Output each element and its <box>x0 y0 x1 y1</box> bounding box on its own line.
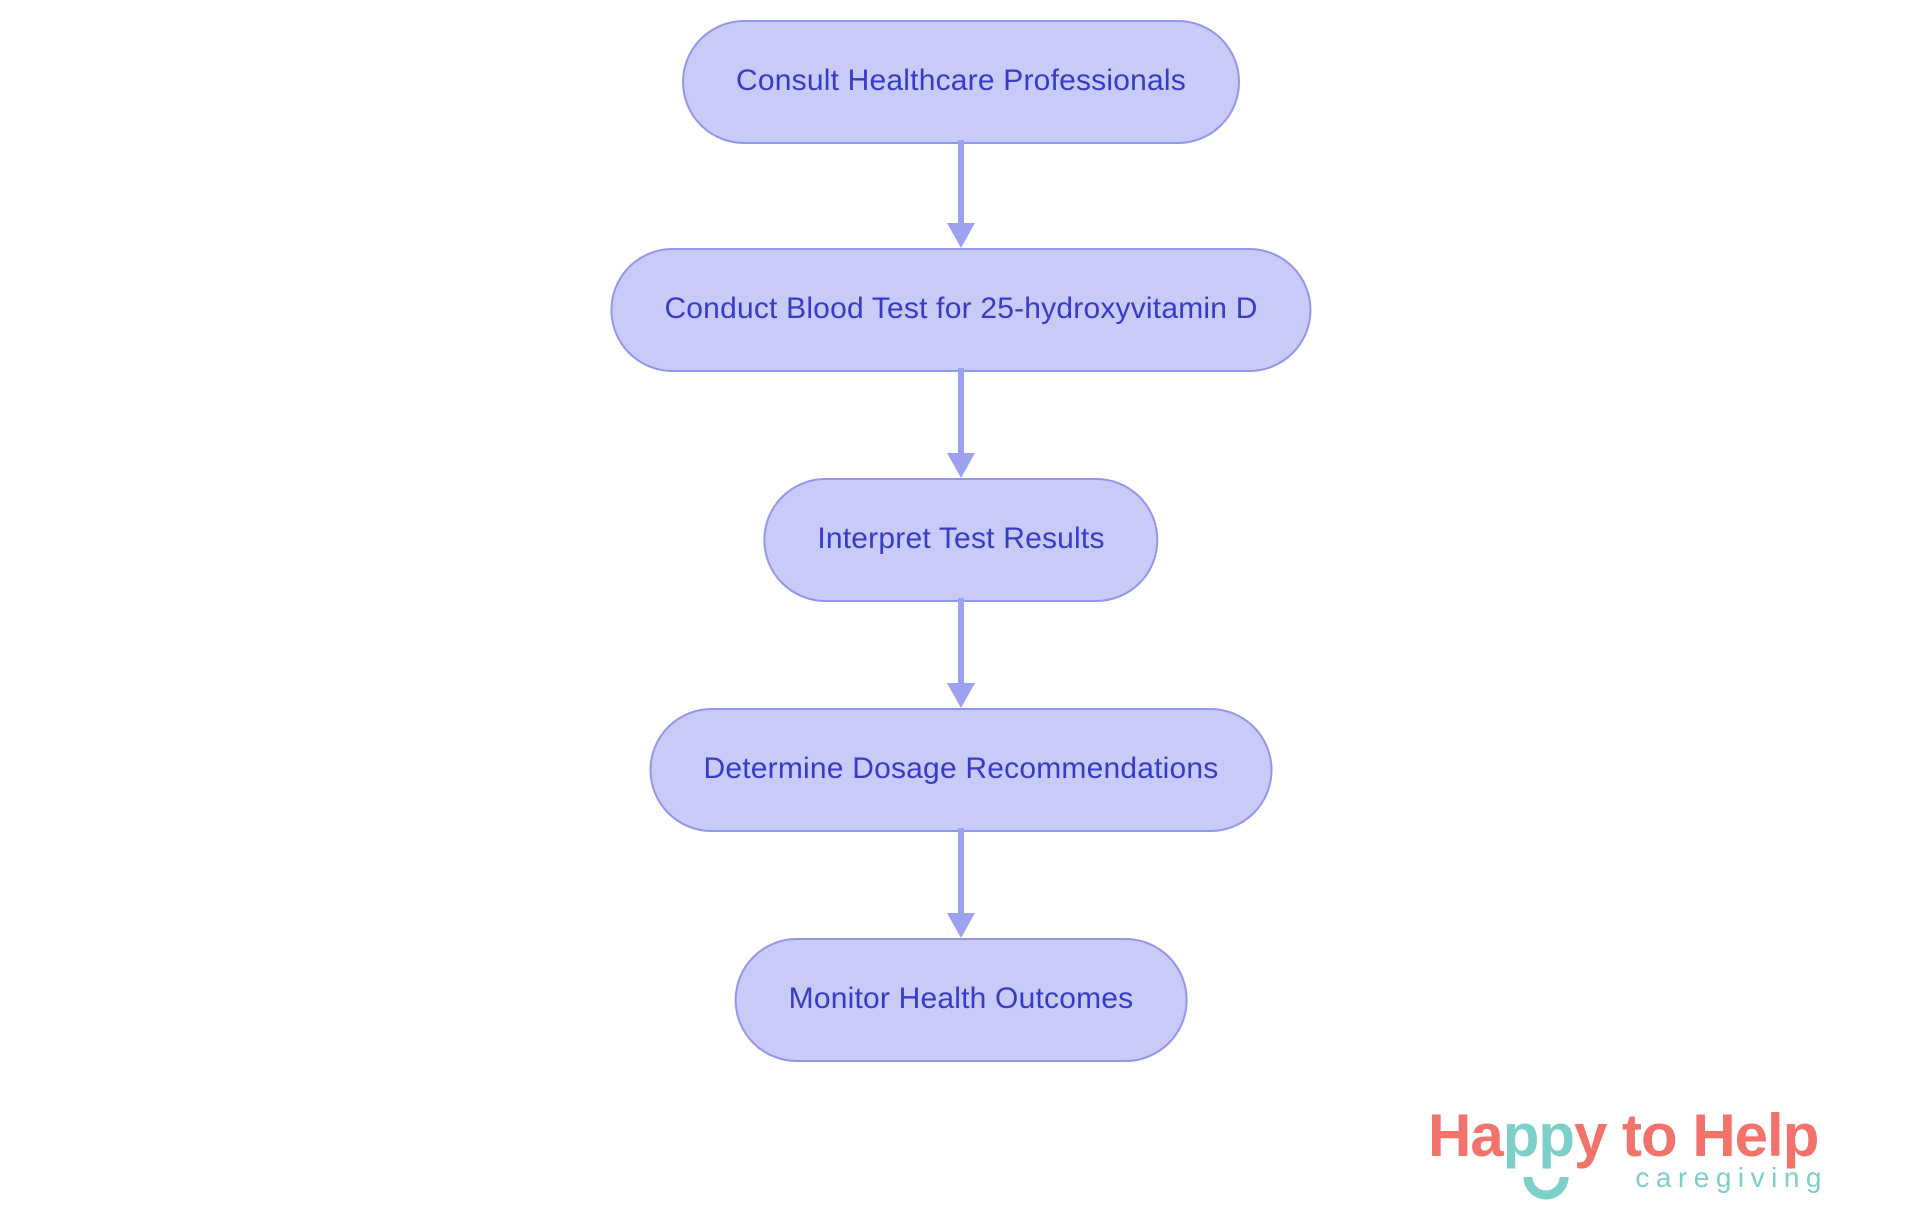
arrow-shaft <box>958 368 964 453</box>
logo-text-teal-pp: pp <box>1502 1102 1575 1169</box>
flow-node-conduct-blood-test: Conduct Blood Test for 25-hydroxyvitamin… <box>610 248 1312 372</box>
logo-tagline: caregiving <box>1635 1162 1828 1193</box>
flow-arrow-3-to-4 <box>946 598 976 708</box>
logo-text-coral-suffix: y to Help <box>1574 1102 1819 1169</box>
flow-arrow-4-to-5 <box>946 828 976 938</box>
flow-node-interpret-test-results: Interpret Test Results <box>763 478 1159 602</box>
flow-arrow-2-to-3 <box>946 368 976 478</box>
happy-to-help-logo: Happy to Help caregiving <box>1428 1106 1873 1206</box>
arrow-shaft <box>958 598 964 683</box>
arrow-head-icon <box>947 683 975 708</box>
logo-wordmark: Happy to Help <box>1428 1106 1873 1166</box>
arrow-head-icon <box>947 913 975 938</box>
smile-icon <box>1523 1176 1569 1200</box>
flow-arrow-1-to-2 <box>946 140 976 248</box>
logo-text-coral-prefix: Ha <box>1428 1102 1504 1169</box>
arrow-shaft <box>958 140 964 223</box>
flow-node-consult-healthcare-professionals: Consult Healthcare Professionals <box>682 20 1240 144</box>
arrow-head-icon <box>947 223 975 248</box>
flow-node-determine-dosage-recommendations: Determine Dosage Recommendations <box>649 708 1273 832</box>
arrow-shaft <box>958 828 964 913</box>
flow-node-monitor-health-outcomes: Monitor Health Outcomes <box>734 938 1188 1062</box>
arrow-head-icon <box>947 453 975 478</box>
